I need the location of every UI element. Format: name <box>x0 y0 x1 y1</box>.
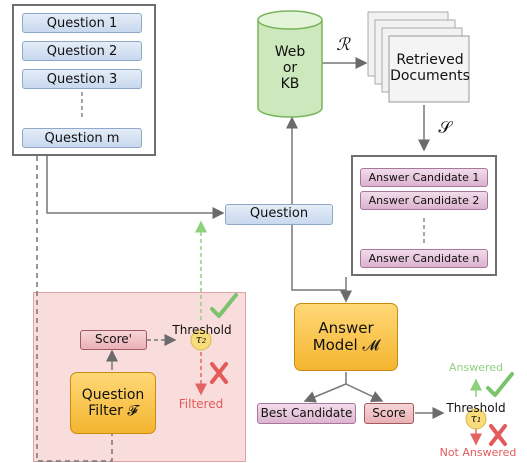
question-m-box: Question m <box>22 128 142 148</box>
question-filter-line2: Filter 𝓕 <box>88 403 138 419</box>
question-3-box: Question 3 <box>22 69 142 89</box>
threshold-1-label: Threshold <box>446 401 506 416</box>
not-answered-label: Not Answered <box>439 446 517 460</box>
filter-pass-check-icon <box>210 293 238 318</box>
question-to-filter-arrow <box>36 156 118 462</box>
question-1-box: Question 1 <box>22 13 142 33</box>
answered-check-icon <box>486 372 514 397</box>
answer-model-line1: Answer <box>318 318 374 337</box>
retrieved-documents-line1: Retrieved <box>396 52 464 68</box>
answer-candidate-2-box: Answer Candidate 2 <box>360 191 488 210</box>
retrieved-documents-line2: Documents <box>390 68 470 85</box>
tau2-circle <box>190 329 212 351</box>
web-kb-line3: KB <box>280 76 300 93</box>
web-kb-cylinder <box>257 10 323 118</box>
not-answered-cross-icon <box>489 424 507 446</box>
tau1-label: τ₁ <box>470 411 482 425</box>
web-kb-line2: or <box>282 60 298 77</box>
score-box: Score <box>364 403 414 424</box>
question-2-box: Question 2 <box>22 41 142 61</box>
pipeline-question-box: Question <box>225 204 333 225</box>
answer-candidate-n-box: Answer Candidate n <box>360 249 488 268</box>
question-to-pipeline-arrow <box>46 156 225 219</box>
answer-candidate-1-box: Answer Candidate 1 <box>360 168 488 187</box>
filtered-label: Filtered <box>178 397 224 412</box>
retrieved-documents-label: Retrieved Documents <box>380 52 480 84</box>
selection-symbol: 𝒮 <box>438 118 452 139</box>
filter-reject-cross-icon <box>210 362 228 384</box>
answer-model-box: Answer Model 𝓜 <box>294 303 398 371</box>
answered-label: Answered <box>448 360 504 374</box>
web-kb-label: Web or KB <box>258 44 322 92</box>
retrieval-symbol: ℛ <box>336 35 350 56</box>
question-filter-line1: Question <box>81 386 145 403</box>
tau2-label: τ₂ <box>195 332 207 346</box>
tau1-circle <box>465 408 487 430</box>
web-kb-line1: Web <box>274 44 306 60</box>
best-candidate-box: Best Candidate <box>257 403 356 424</box>
threshold-2-label: Threshold <box>172 323 232 338</box>
score-prime-box: Score' <box>80 330 147 350</box>
question-filter-box: Question Filter 𝓕 <box>70 372 156 434</box>
answer-model-line2: Model 𝓜 <box>312 336 380 354</box>
retrieved-documents-stack <box>367 11 470 103</box>
